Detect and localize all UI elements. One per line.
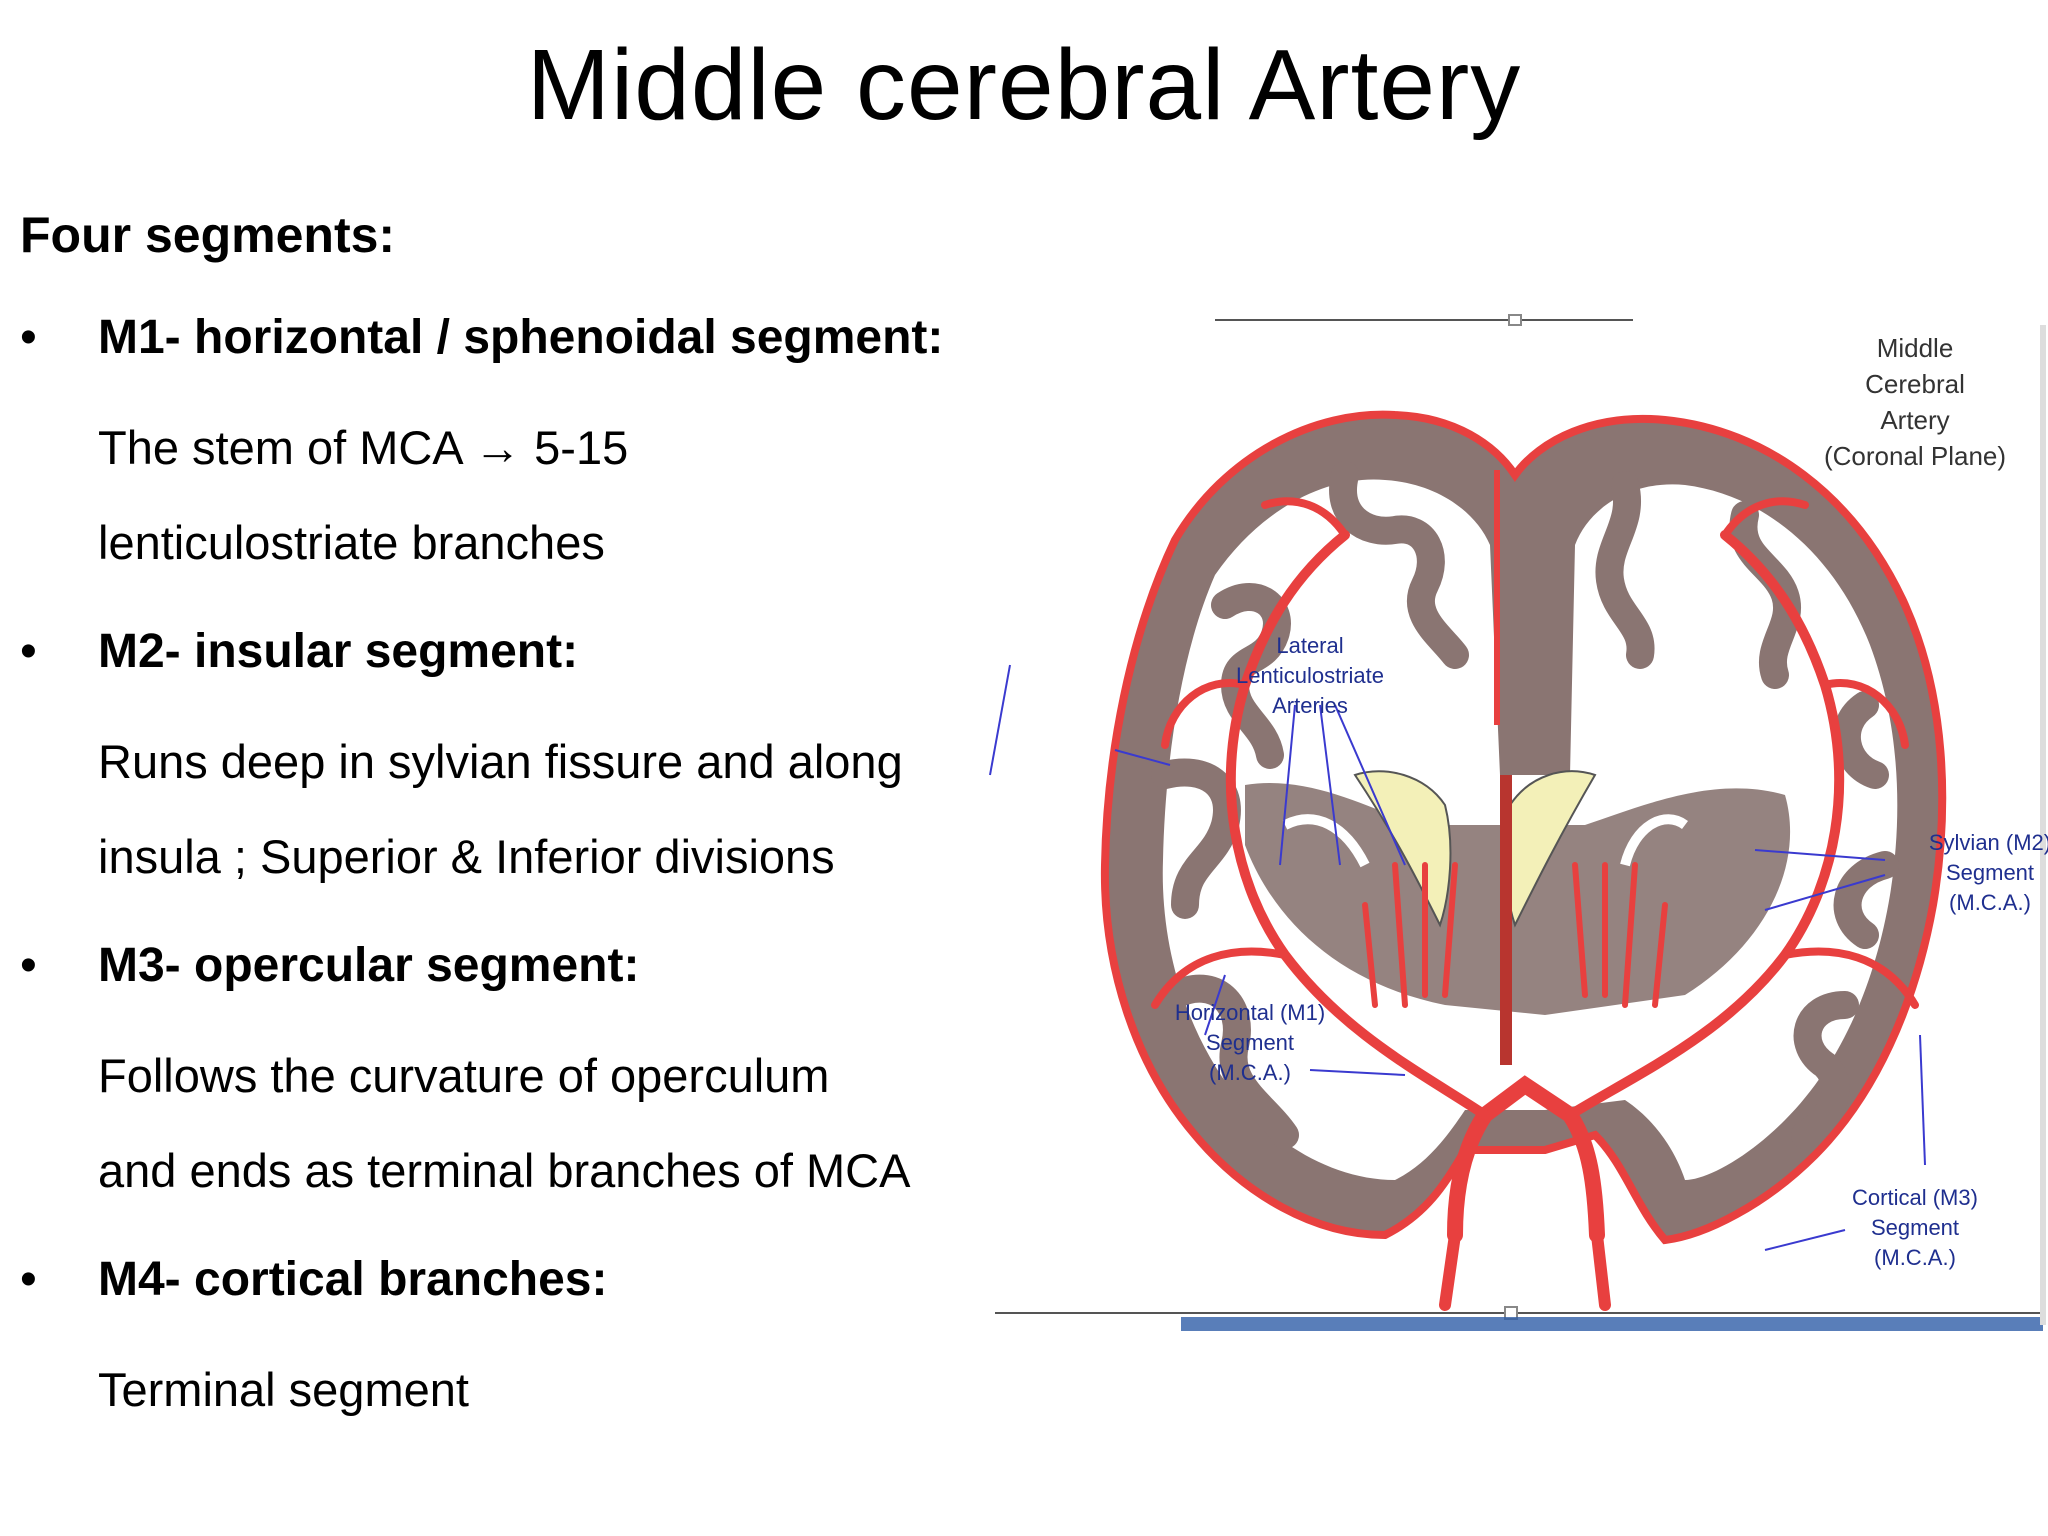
- section-subtitle: Four segments:: [20, 207, 396, 263]
- bullet-heading: M4- cortical branches:: [98, 1253, 608, 1306]
- bullet-text: and ends as terminal branches of MCA: [98, 1144, 911, 1197]
- label-pointers: [989, 664, 1926, 1251]
- diagram-labels: Middle Cerebral Artery (Coronal Plane) L…: [1175, 333, 2048, 1270]
- bullet-m4: • M4- cortical branches:: [20, 1252, 607, 1307]
- bullet-icon: •: [20, 1253, 37, 1306]
- bullet-icon: •: [20, 625, 37, 678]
- bullet-heading: M1- horizontal / sphenoidal segment:: [98, 311, 944, 364]
- bullet-text: insula ; Superior & Inferior divisions: [98, 830, 835, 883]
- bullet-m3: • M3- opercular segment:: [20, 938, 639, 993]
- label-sylvian: Sylvian (M2): [1929, 830, 2048, 855]
- label-main: Artery: [1880, 405, 1949, 435]
- bullet-text: The stem of MCA → 5-15: [98, 421, 629, 474]
- bullet-m1: • M1- horizontal / sphenoidal segment:: [20, 310, 943, 365]
- label-main: Cerebral: [1865, 369, 1965, 399]
- label-cortical: (M.C.A.): [1874, 1245, 1956, 1270]
- label-main: Middle: [1877, 333, 1954, 363]
- midline-artery: [1500, 775, 1512, 1065]
- label-horizontal: (M.C.A.): [1209, 1060, 1291, 1085]
- brain-diagram-svg: Middle Cerebral Artery (Coronal Plane) L…: [989, 314, 2048, 1331]
- bullet-heading: M3- opercular segment:: [98, 939, 640, 992]
- bullet-text: Follows the curvature of operculum: [98, 1049, 830, 1102]
- label-horizontal: Segment: [1206, 1030, 1294, 1055]
- label-cortical: Segment: [1871, 1215, 1959, 1240]
- bullet-m2: • M2- insular segment:: [20, 624, 578, 679]
- label-horizontal: Horizontal (M1): [1175, 1000, 1325, 1025]
- figure-frame: [1181, 1317, 2043, 1331]
- label-lenticulostriate: Lateral: [1276, 633, 1343, 658]
- bullet-text: Terminal segment: [98, 1363, 469, 1416]
- bullet-heading: M2- insular segment:: [98, 625, 579, 678]
- mca-arteries: [1151, 497, 1919, 1311]
- bullet-text: Runs deep in sylvian fissure and along: [98, 735, 903, 788]
- label-cortical: Cortical (M3): [1852, 1185, 1978, 1210]
- label-sylvian: (M.C.A.): [1949, 890, 2031, 915]
- mca-coronal-diagram: Middle Cerebral Artery (Coronal Plane) L…: [985, 305, 2048, 1350]
- label-lenticulostriate: Arteries: [1272, 693, 1348, 718]
- bullet-text: lenticulostriate branches: [98, 516, 605, 569]
- label-lenticulostriate: Lenticulostriate: [1236, 663, 1384, 688]
- bullet-icon: •: [20, 939, 37, 992]
- brain-cortex: [1100, 410, 1947, 1245]
- label-main: (Coronal Plane): [1824, 441, 2006, 471]
- page-title: Middle cerebral Artery: [526, 29, 1522, 141]
- label-sylvian: Segment: [1946, 860, 2034, 885]
- bullet-icon: •: [20, 311, 37, 364]
